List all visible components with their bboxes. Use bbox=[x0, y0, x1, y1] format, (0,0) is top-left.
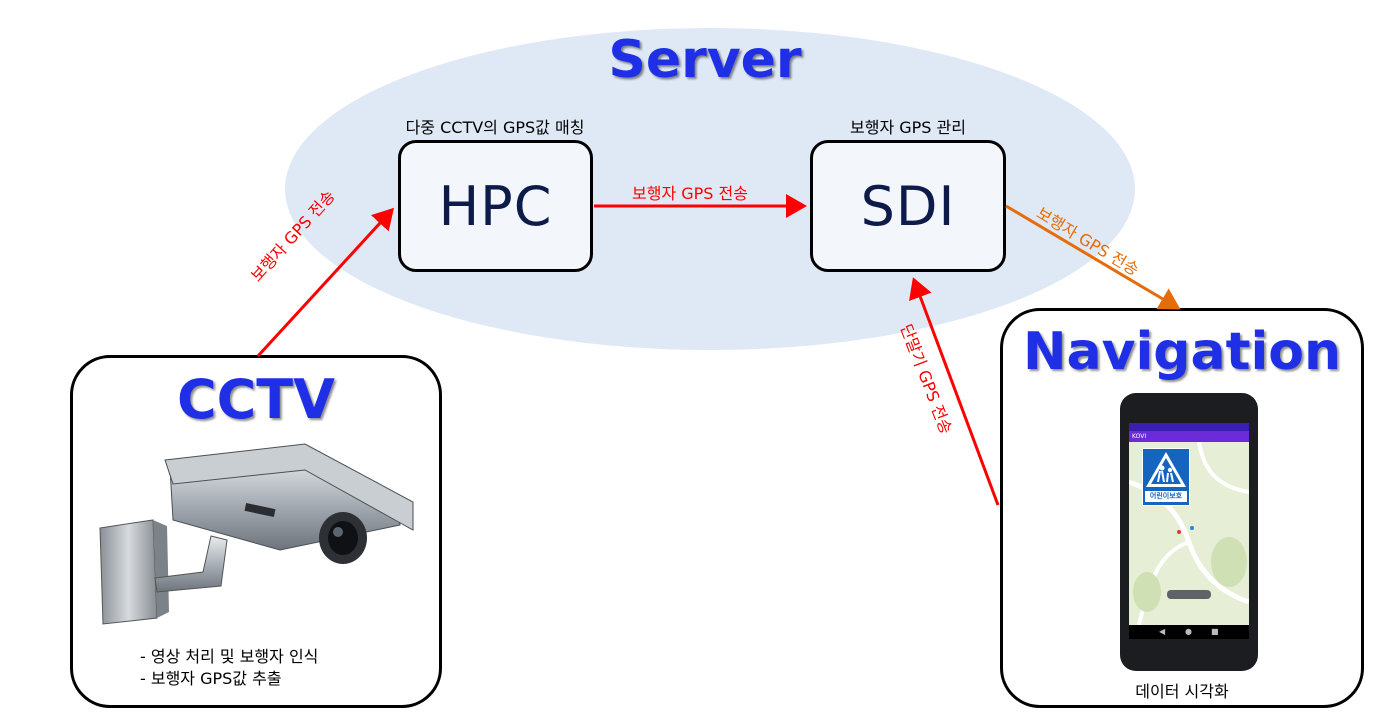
cctv-bullet-1: - 영상 처리 및 보행자 인식 bbox=[140, 647, 319, 666]
sdi-node: SDI bbox=[810, 140, 1006, 272]
sdi-label: SDI bbox=[860, 174, 956, 238]
cctv-title: CCTV bbox=[177, 368, 335, 431]
server-title: Server bbox=[608, 30, 802, 90]
recents-icon[interactable]: ■ bbox=[1211, 627, 1219, 636]
cctv-description: - 영상 처리 및 보행자 인식 - 보행자 GPS값 추출 bbox=[140, 646, 318, 690]
child-protection-sign: 어린이보호 bbox=[1142, 448, 1190, 506]
label-hpc-to-sdi: 보행자 GPS 전송 bbox=[632, 184, 748, 203]
arrow-sdi-to-navigation bbox=[1005, 204, 1181, 310]
app-title: KOVI bbox=[1129, 431, 1249, 442]
navigation-caption: 데이터 시각화 bbox=[1135, 682, 1229, 701]
app-status-bar bbox=[1129, 423, 1249, 431]
navigation-title: Navigation bbox=[1022, 322, 1342, 382]
cctv-bullet-2: - 보행자 GPS값 추출 bbox=[140, 669, 282, 688]
back-icon[interactable]: ◀ bbox=[1159, 627, 1166, 636]
arrow-navigation-to-sdi bbox=[909, 277, 1000, 506]
phone-nav-bar: ◀ ● ■ bbox=[1129, 625, 1249, 639]
hpc-caption: 다중 CCTV의 GPS값 매칭 bbox=[405, 118, 585, 137]
cctv-camera-illustration bbox=[99, 443, 414, 625]
sdi-caption: 보행자 GPS 관리 bbox=[850, 118, 966, 137]
smartphone: KOVI 어린이보호 ◀ ● ■ bbox=[1120, 393, 1258, 671]
home-icon[interactable]: ● bbox=[1185, 627, 1192, 636]
hpc-label: HPC bbox=[438, 174, 553, 238]
hpc-node: HPC bbox=[398, 140, 593, 272]
children-crossing-icon bbox=[1146, 452, 1186, 487]
sign-text: 어린이보호 bbox=[1145, 491, 1187, 502]
arrow-cctv-to-hpc bbox=[256, 207, 395, 358]
